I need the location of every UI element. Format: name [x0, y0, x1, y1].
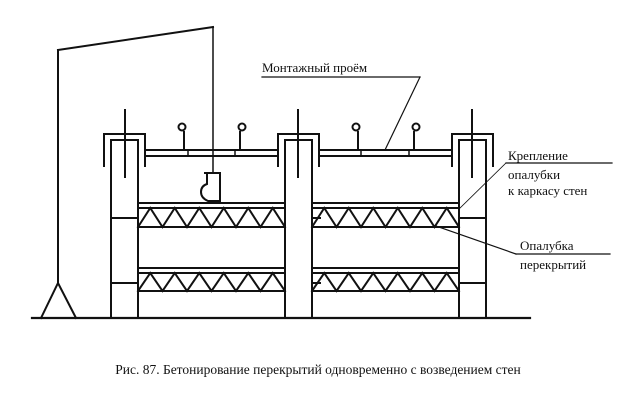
figure-caption: Рис. 87. Бетонирование перекрытий одновр… — [115, 362, 521, 377]
crane-base — [39, 280, 78, 320]
top-beam-right — [318, 122, 453, 157]
leader-lines — [261, 76, 613, 255]
label-fastening-3: к каркасу стен — [508, 183, 587, 198]
crane-boom — [56, 25, 215, 52]
label-formwork-1: Опалубка — [520, 238, 574, 253]
label-fastening-1: Крепление — [508, 148, 568, 163]
label-formwork-2: перекрытий — [520, 257, 586, 272]
upper-slab-left — [136, 202, 287, 229]
lower-slab-left — [136, 267, 287, 293]
concrete-bucket — [199, 172, 221, 202]
column-left — [103, 109, 146, 319]
opening-leader — [384, 76, 421, 151]
label-fastening-2: опалубки — [508, 167, 560, 182]
fastening-leader — [458, 162, 507, 210]
label-opening: Монтажный проём — [262, 60, 367, 75]
crane — [39, 25, 221, 320]
column-right — [451, 109, 494, 319]
lower-slab-right — [310, 267, 461, 293]
formwork-leader — [435, 225, 517, 255]
upper-slab-right — [310, 202, 461, 229]
top-beam-left — [144, 122, 279, 157]
